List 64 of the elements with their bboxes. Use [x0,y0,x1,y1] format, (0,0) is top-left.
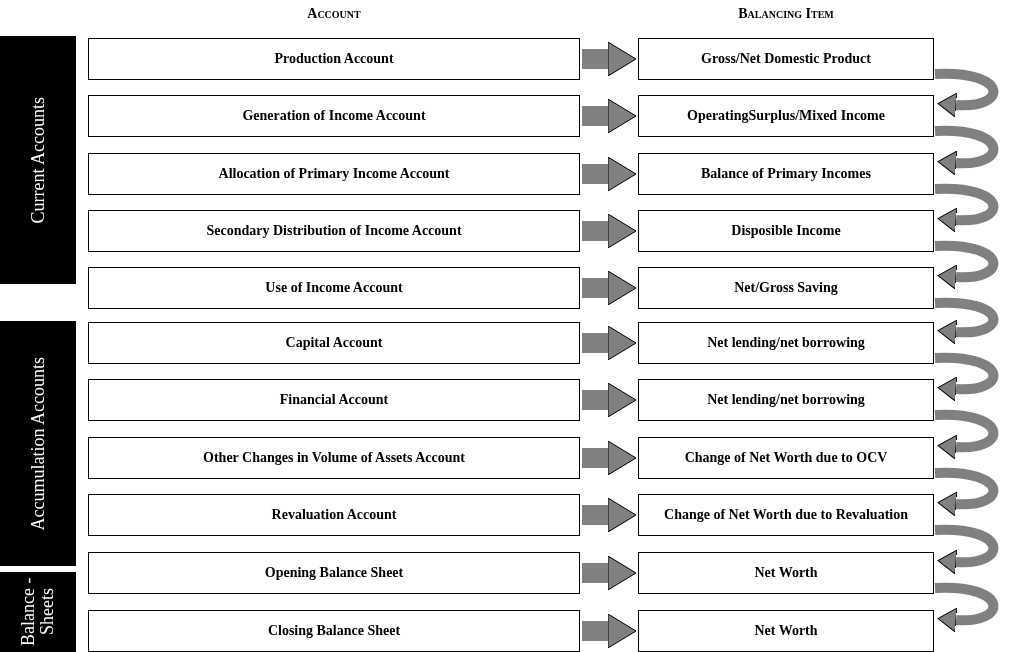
block-arrow [582,98,637,134]
balancing-item-box [638,95,934,137]
account-box [88,267,580,309]
account-box [88,210,580,252]
block-arrow [582,440,637,476]
row-label: Opening Balance Sheet [264,565,404,581]
block-arrow [582,325,637,361]
row-label: Disposible Income [731,223,841,239]
block-arrow [582,497,637,533]
block-arrow [582,382,637,418]
account-box [88,379,580,421]
row-label: Closing Balance Sheet [267,623,401,639]
group-band [0,321,76,566]
balancing-item-box [638,379,934,421]
account-box [88,494,580,536]
group-band [0,572,76,652]
balancing-item-box [638,552,934,594]
balancing-item-box [638,610,934,652]
account-box [88,322,580,364]
row-label: Balance of Primary Incomes [701,166,871,182]
curved-arrow [934,68,999,118]
row-label: Other Changes in Volume of Assets Account [203,450,465,466]
row-label: Secondary Distribution of Income Account [206,223,462,239]
group-label: Balance -Sheets [19,576,57,649]
row-label: Net/Gross Saving [734,280,838,296]
row-label: Revaluation Account [271,507,397,523]
balancing-item-box [638,210,934,252]
balancing-item-box [638,267,934,309]
block-arrow [582,41,637,77]
group-label: Accumulation Accounts [28,356,48,531]
column-heading: Balancing Item [737,6,835,22]
row-label: Use of Income Account [265,280,403,296]
row-label: Production Account [274,51,394,67]
row-label: Net lending/net borrowing [707,335,865,351]
balancing-item-box [638,322,934,364]
balancing-item-box [638,494,934,536]
row-label: Net Worth [754,565,818,581]
block-arrow [582,213,637,249]
account-box [88,153,580,195]
group-label: Current Accounts [28,96,48,224]
block-arrow [582,613,637,649]
account-box [88,38,580,80]
balancing-item-box [638,153,934,195]
row-label: Net lending/net borrowing [707,392,865,408]
block-arrow [582,270,637,306]
account-box [88,552,580,594]
row-label: Change of Net Worth due to Revaluation [664,507,908,523]
column-heading: Account [306,6,362,22]
row-label: Gross/Net Domestic Product [701,51,871,67]
row-label: Net Worth [754,623,818,639]
row-label: OperatingSurplus/Mixed Income [687,108,885,124]
row-label: Financial Account [279,392,389,408]
group-band [0,36,76,284]
row-label: Allocation of Primary Income Account [218,166,450,182]
account-box [88,95,580,137]
row-label: Capital Account [285,335,383,351]
block-arrow [582,156,637,192]
account-box [88,610,580,652]
balancing-item-box [638,437,934,479]
block-arrow [582,555,637,591]
row-label: Generation of Income Account [242,108,426,124]
balancing-item-box [638,38,934,80]
account-box [88,437,580,479]
row-label: Change of Net Worth due to OCV [684,450,888,466]
